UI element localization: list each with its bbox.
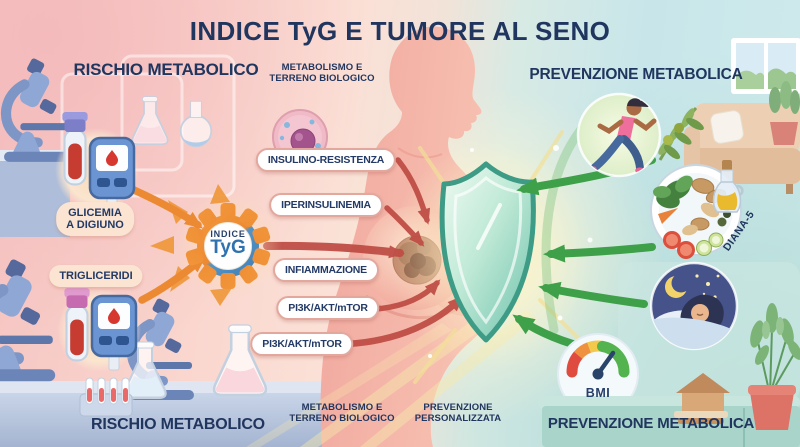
pill-pi3k-akt-mtor-1: PI3K/AKT/mTOR [276, 296, 380, 320]
plant-icon [748, 303, 800, 430]
olive-oil-icon [712, 160, 744, 213]
red-arrows [263, 157, 464, 348]
gear-label-indice: INDICE [210, 229, 246, 239]
flasks-bottom [123, 323, 268, 399]
left-section-header: RISCHIO METABOLICO [73, 60, 259, 79]
trigliceridi-vial [64, 288, 90, 362]
round-flask-icon [179, 100, 213, 148]
house-icon [674, 373, 730, 424]
olive-branch-icon [658, 107, 704, 161]
pill-insulino-resistenza: INSULINO-RESISTENZA [255, 148, 397, 172]
cabinet [538, 396, 800, 447]
flasks-top [131, 95, 213, 148]
pill-pi3k-akt-mtor-2: PI3K/AKT/mTOR [250, 332, 354, 356]
page-title: INDICE TyG E TUMORE AL SENO [189, 16, 611, 46]
bottom-center-note: METABOLISMO E TERRENO BIOLOGICO [289, 402, 395, 424]
pill-iperinsulinemia: IPERINSULINEMIA [269, 193, 383, 217]
bmi-gauge-icon [557, 333, 639, 415]
left-section-footer: RISCHIO METABOLICO [91, 416, 265, 433]
couch-plant-icon [769, 81, 800, 145]
prevention-note: PREVENZIONE PERSONALIZZATA [414, 402, 502, 424]
moon-icon [665, 273, 691, 298]
gear-label-tyg: TyG [210, 237, 246, 258]
right-section-header: PREVENZIONE METABOLICA [529, 66, 743, 83]
right-section-footer: PREVENZIONE METABOLICA [547, 415, 755, 432]
glicemia-label: GLICEMIA A DIGIUNO [56, 202, 134, 236]
sleep-icon [649, 261, 739, 351]
test-tubes-icon [79, 377, 133, 417]
bmi-label: BMI [585, 386, 611, 400]
gear-icon [185, 203, 271, 289]
trigliceridi-label: TRIGLICERIDI [49, 265, 143, 287]
sparkles [428, 145, 593, 358]
pill-infiammazione: INFIAMMAZIONE [273, 258, 379, 282]
glicemia-vial [62, 112, 88, 186]
top-center-note: METABOLISMO E TERRENO BIOLOGICO [269, 62, 375, 84]
